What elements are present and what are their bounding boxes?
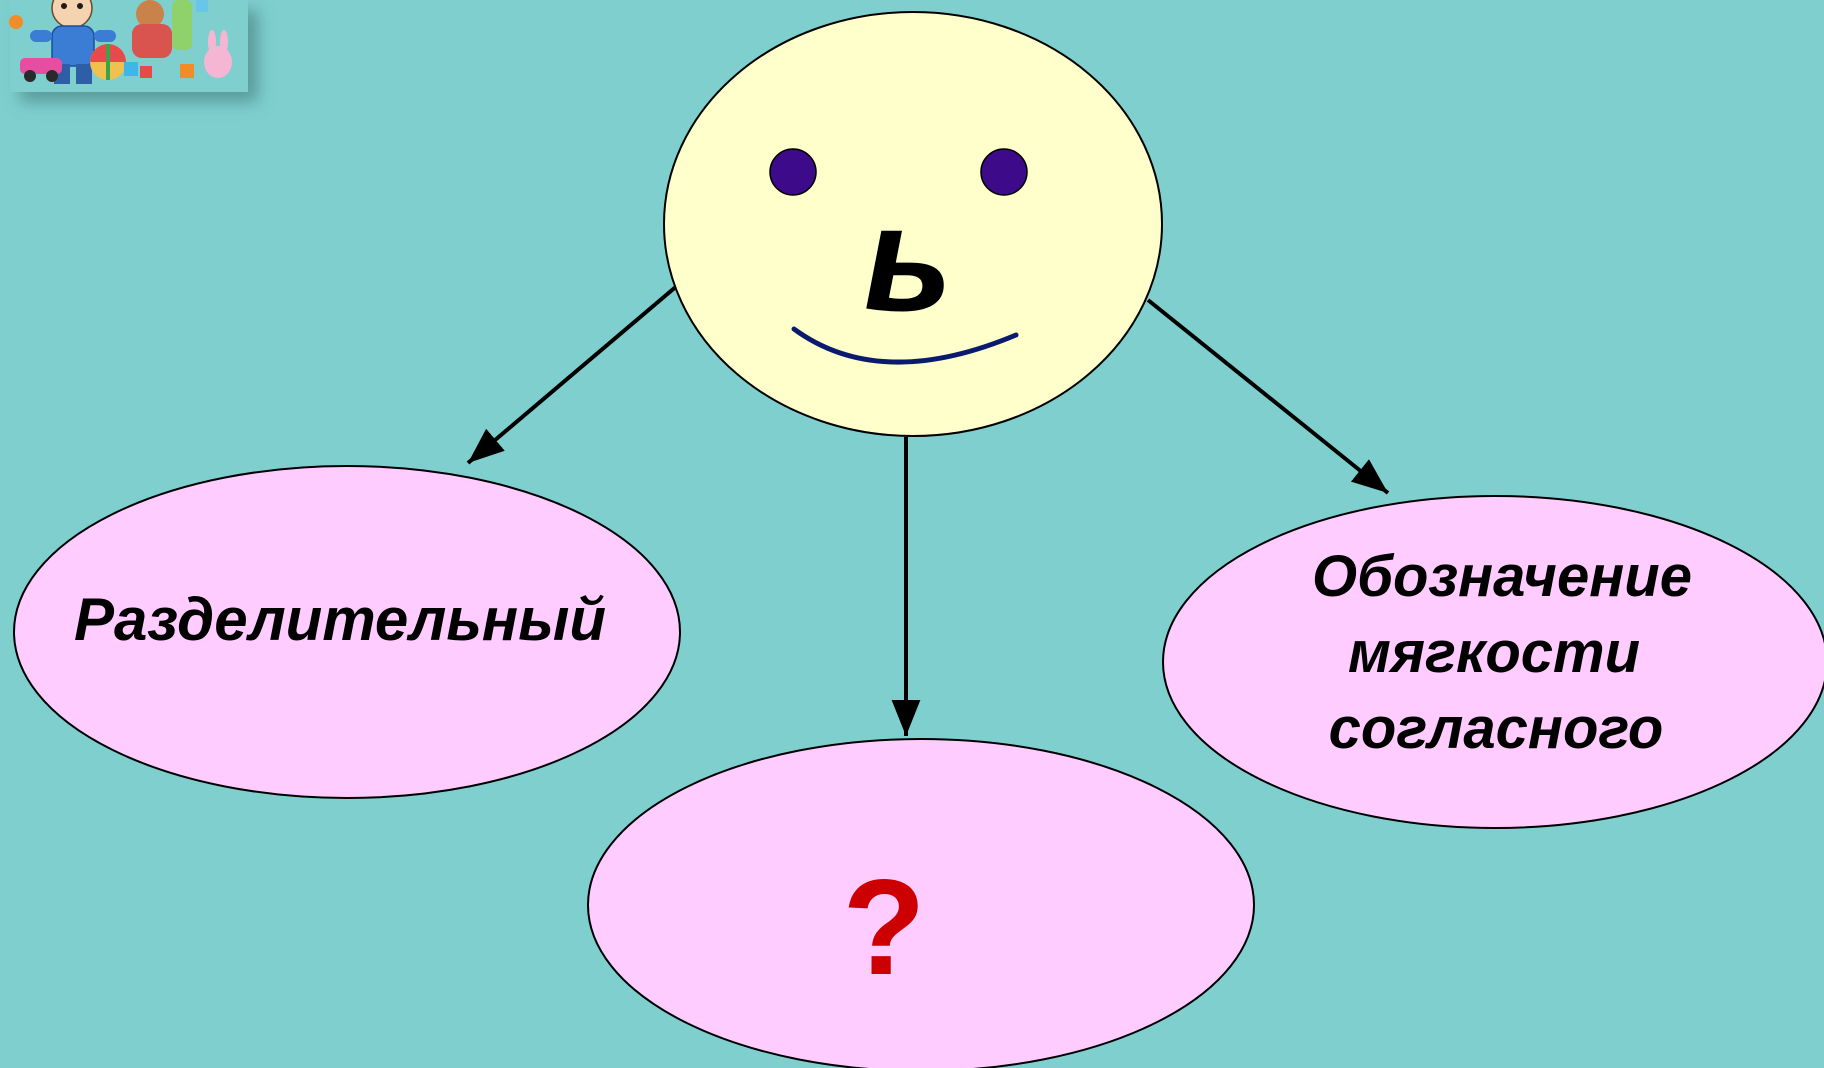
left-node-label: Разделительный (74, 586, 606, 653)
right-node-line-3: согласного (1329, 696, 1664, 761)
right-node-ellipse (1162, 495, 1824, 829)
center-node-ellipse (663, 11, 1163, 437)
arrow-to-left-node (466, 283, 680, 465)
left-node-ellipse (13, 465, 681, 799)
bottom-node-ellipse (587, 738, 1255, 1068)
soft-sign-letter: ь (863, 174, 952, 342)
arrow-to-right-node (1146, 298, 1390, 495)
left-eye-icon (769, 148, 817, 196)
right-eye-icon (980, 148, 1028, 196)
bottom-node: ? (587, 738, 1255, 1068)
smile-icon (791, 326, 1019, 365)
right-node: Обозначение мягкости согласного (1162, 495, 1824, 829)
left-node: Разделительный (13, 465, 681, 799)
right-node-line-2: мягкости (1348, 620, 1640, 685)
children-toys-picture-icon (9, 0, 248, 92)
question-mark-label: ? (842, 851, 925, 1003)
right-node-line-1: Обозначение (1312, 544, 1692, 609)
center-node-face: ь (663, 11, 1163, 437)
